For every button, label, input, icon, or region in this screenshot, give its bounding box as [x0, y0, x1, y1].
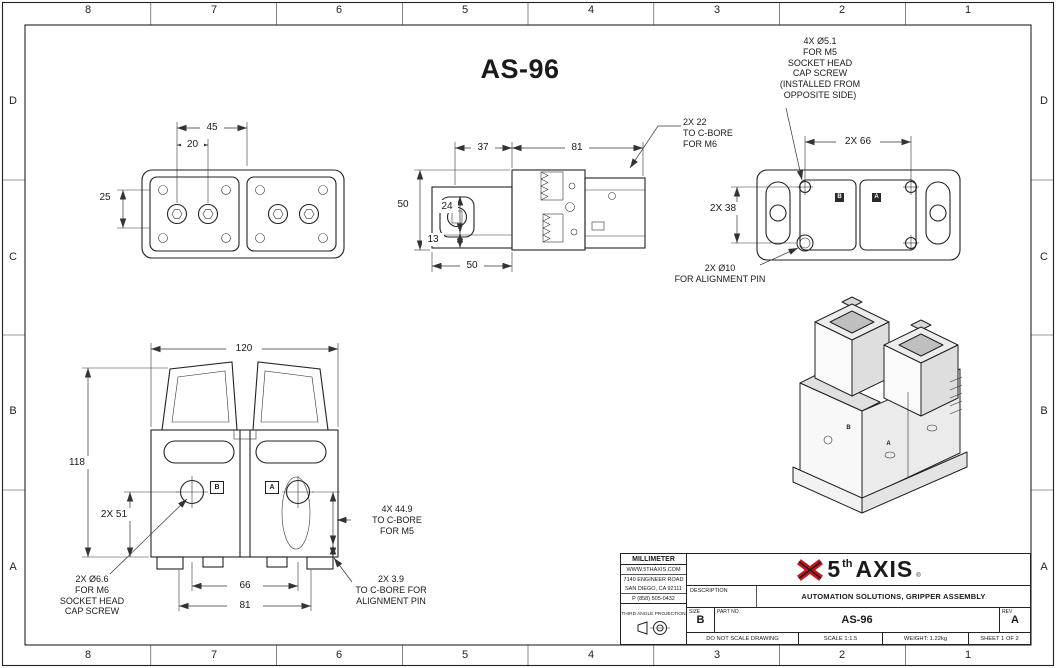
rev-value: A [1011, 614, 1019, 626]
dim-24: 24 [436, 200, 458, 213]
units-label: MILLIMETER [621, 554, 686, 565]
zone-row: A [1040, 561, 1048, 573]
note-alignment-pin: 2X Ø10 FOR ALIGNMENT PIN [674, 263, 766, 284]
zone-row: A [9, 561, 17, 573]
dim-13: 13 [422, 233, 444, 246]
title-block-company: MILLIMETER WWW.5THAXIS.COM 7140 ENGINEER… [621, 554, 687, 644]
zone-col: 1 [964, 649, 972, 661]
note-pin-cbore: 2X 3.9 TO C-BORE FOR ALIGNMENT PIN [355, 574, 427, 606]
drawing-title: AS-96 [480, 54, 560, 84]
dim-81-bottom: 81 [227, 599, 263, 612]
zone-col: 2 [838, 649, 846, 661]
dim-118: 118 [60, 456, 94, 469]
size-cell: SIZE B [687, 608, 715, 632]
dim-50-bottom: 50 [460, 259, 484, 272]
zone-col: 4 [587, 649, 595, 661]
no-scale-note: DO NOT SCALE DRAWING [687, 633, 799, 644]
dim-2x51: 2X 51 [92, 508, 136, 521]
zone-row: C [9, 251, 17, 263]
company-address-2: SAN DIEGO, CA 92111 [621, 584, 686, 594]
zone-col: 1 [964, 4, 972, 16]
note-m5-cbore: 4X 44.9 TO C-BORE FOR M5 [372, 504, 422, 536]
size-value: B [696, 614, 705, 626]
projection-cell: THIRD ANGLE PROJECTION [621, 604, 686, 644]
zone-col: 5 [461, 4, 469, 16]
back-view [731, 107, 961, 266]
zone-col: 3 [713, 649, 721, 661]
company-address-1: 7140 ENGINEER ROAD [623, 576, 684, 583]
zone-col: 7 [210, 4, 218, 16]
part-number-cell: PART NO. AS-96 [715, 608, 1000, 632]
note-m5-screws: 4X Ø5.1 FOR M5 SOCKET HEAD CAP SCREW (IN… [779, 36, 861, 100]
dim-37: 37 [471, 141, 495, 154]
cbore-holes [176, 476, 314, 508]
zone-row: D [1040, 95, 1048, 107]
datum-marker-b: B [846, 425, 851, 431]
dim-50-left: 50 [390, 198, 416, 211]
third-angle-projection-icon [637, 620, 670, 635]
part-number-label: PART NO. [717, 609, 741, 615]
company-phone: P (858) 505-0432 [621, 594, 686, 604]
sheet-value: SHEET 1 OF 2 [980, 635, 1019, 642]
dim-66: 66 [227, 579, 263, 592]
rev-cell: REV A [1000, 608, 1030, 632]
title-block: MILLIMETER WWW.5THAXIS.COM 7140 ENGINEER… [620, 553, 1031, 645]
zone-col: 6 [335, 649, 343, 661]
top-view [117, 122, 345, 259]
dim-20: 20 [181, 138, 204, 151]
size-label: SIZE [689, 609, 701, 615]
zone-row: D [9, 95, 17, 107]
zone-col: 8 [84, 649, 92, 661]
datum-marker-a: A [872, 193, 881, 202]
dim-45: 45 [200, 121, 224, 134]
datum-marker-b: B [835, 193, 844, 202]
datum-marker-b: B [210, 481, 224, 494]
axis-x-logo-icon [797, 558, 824, 581]
note-cbore-m6: 2X 22 TO C-BORE FOR M6 [683, 117, 733, 149]
brand-th: th [842, 557, 853, 570]
zone-col: 7 [210, 649, 218, 661]
zone-row: B [9, 405, 17, 417]
dim-2x66: 2X 66 [836, 135, 880, 148]
alignment-pin-hole [796, 234, 814, 252]
weight-value: WEIGHT: 1.22kg [883, 633, 969, 644]
brand-registered: ® [916, 572, 921, 579]
projection-label: THIRD ANGLE PROJECTION [621, 611, 686, 617]
cap-screw-holes [797, 179, 919, 251]
datum-marker-a: A [265, 481, 279, 494]
zone-col: 6 [335, 4, 343, 16]
dim-81-top: 81 [565, 141, 589, 154]
zone-col: 8 [84, 4, 92, 16]
zone-row: C [1040, 251, 1048, 263]
rev-label: REV [1002, 609, 1013, 615]
brand-axis: AXIS [855, 556, 914, 582]
dim-25: 25 [92, 191, 118, 204]
zone-col: 4 [587, 4, 595, 16]
note-m6-screws: 2X Ø6.6 FOR M6 SOCKET HEAD CAP SCREW [59, 574, 125, 617]
part-number-value: AS-96 [841, 614, 873, 626]
isometric-view [792, 296, 968, 514]
company-website: WWW.5THAXIS.COM [621, 565, 686, 575]
dim-2x38: 2X 38 [701, 202, 745, 215]
side-view [414, 125, 681, 272]
zone-row: B [1040, 405, 1048, 417]
datum-marker-a: A [886, 441, 891, 447]
dim-120: 120 [226, 342, 262, 355]
socket-screw-holes [166, 203, 320, 225]
zone-col: 3 [713, 4, 721, 16]
scale-value: SCALE 1:1.5 [799, 633, 883, 644]
zone-col: 2 [838, 4, 846, 16]
brand-5: 5 [827, 556, 840, 582]
description-value: AUTOMATION SOLUTIONS, GRIPPER ASSEMBLY [801, 592, 986, 601]
front-view [82, 343, 353, 611]
description-label: DESCRIPTION [687, 586, 757, 607]
zone-col: 5 [461, 649, 469, 661]
alignment-pin-section [281, 476, 311, 550]
